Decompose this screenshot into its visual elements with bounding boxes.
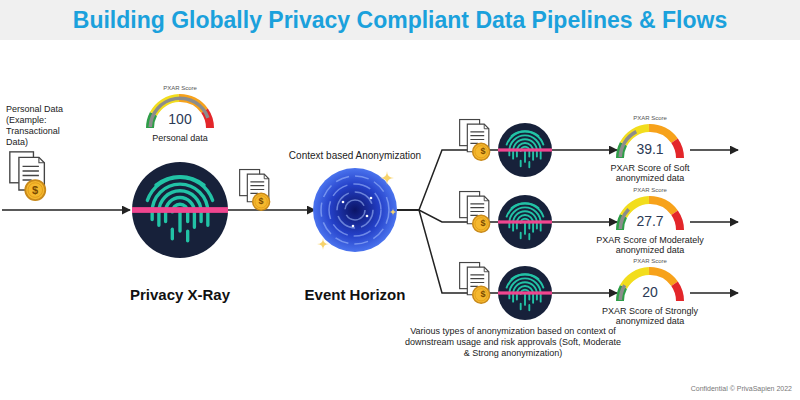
node-shape <box>313 168 397 252</box>
score-value: 27.7 <box>615 213 685 230</box>
score-gauge: PXAR Score39.1PXAR Score of Soft anonymi… <box>615 122 685 160</box>
star-dot <box>370 197 373 200</box>
score-label: PXAR Score of Soft anonymized data <box>590 163 710 183</box>
gauge-band <box>671 138 684 158</box>
event-horizon-disc <box>313 168 397 252</box>
sparkle <box>317 238 329 250</box>
score-value: 39.1 <box>615 141 685 158</box>
gauge-value <box>619 208 630 229</box>
gauge-band <box>671 210 684 230</box>
stage-label: Event Horizon <box>275 286 435 304</box>
coin-symbol: $ <box>475 217 491 230</box>
star-dot <box>366 215 369 218</box>
star-dot <box>342 201 345 204</box>
fingerprint-icon <box>132 162 228 258</box>
coin-symbol: $ <box>475 288 491 301</box>
stage-label: Privacy X-Ray <box>100 286 260 304</box>
document-icon <box>240 170 270 211</box>
gauge-band <box>616 285 627 301</box>
coin-symbol: $ <box>27 183 43 197</box>
gauge-caption: PXAR Score <box>615 114 685 122</box>
input-arrow <box>2 209 130 211</box>
gauge-band <box>649 196 678 215</box>
swirl-ring <box>337 192 373 228</box>
output-arrow <box>690 292 738 294</box>
output-arrow <box>690 149 738 151</box>
score-value: 20 <box>615 284 685 301</box>
gauge-value <box>619 130 638 157</box>
input-note: Personal Data (Example: Transactional Da… <box>6 104 80 148</box>
stage-caption: Context based Anonymization <box>265 150 445 162</box>
gauge-caption: PXAR Score <box>615 257 685 265</box>
gauge-caption: PXAR Score <box>145 84 215 92</box>
flow-connector <box>228 209 315 211</box>
fingerprint-icon <box>498 195 552 249</box>
gauge-value <box>619 284 627 300</box>
star-dot <box>352 225 355 228</box>
sparkle <box>389 208 397 216</box>
branch-note: Various types of anonymization based on … <box>402 326 624 359</box>
swirl-ring <box>321 176 389 244</box>
coin-symbol: $ <box>475 145 491 158</box>
swirl-ring <box>329 184 381 236</box>
output-arrow <box>690 221 738 223</box>
fingerprint-icon <box>498 123 552 177</box>
score-label: PXAR Score of Moderately anonymized data <box>590 235 710 255</box>
gauge-caption: PXAR Score <box>615 186 685 194</box>
sparkle <box>380 171 394 185</box>
score-gauge: PXAR Score20PXAR Score of Strongly anony… <box>615 265 685 303</box>
document-icon <box>10 152 45 200</box>
copyright-note: Confidential © PrivaSapien 2022 <box>600 384 792 393</box>
score-value: 100 <box>145 111 215 128</box>
score-gauge: PXAR Score27.7PXAR Score of Moderately a… <box>615 194 685 232</box>
score-label: Personal data <box>120 133 240 143</box>
page-title: Building Globally Privacy Compliant Data… <box>0 7 800 33</box>
event-horizon-node: Context based AnonymizationEvent Horizon <box>313 168 397 252</box>
fingerprint-icon <box>498 266 552 320</box>
score-label: PXAR Score of Strongly anonymized data <box>590 306 710 326</box>
node-shape <box>132 162 228 258</box>
gauge-band <box>671 281 684 301</box>
gauge-band <box>649 267 678 286</box>
fingerprint-node: Privacy X-Ray <box>132 162 228 258</box>
score-gauge: PXAR Score100Personal data <box>145 92 215 130</box>
swirl-ring <box>345 200 365 220</box>
gauge-band <box>649 124 678 143</box>
coin-symbol: $ <box>253 195 269 208</box>
